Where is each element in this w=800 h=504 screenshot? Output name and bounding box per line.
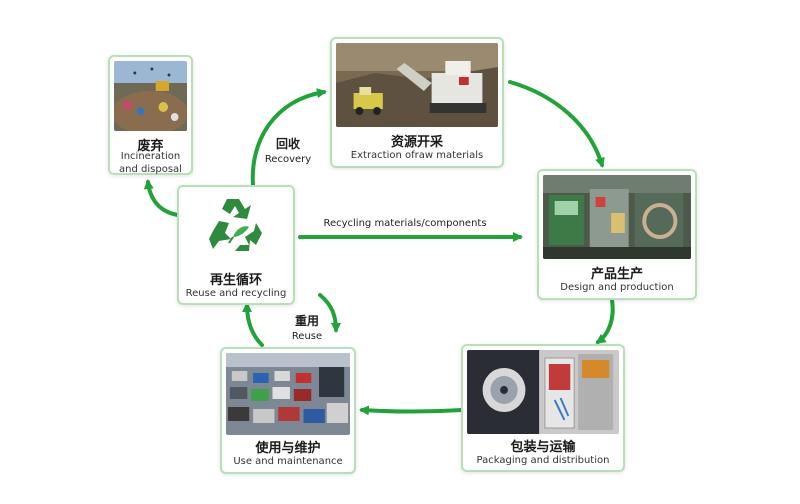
edge-label-reuse-cn: 重用 (294, 314, 319, 328)
node-incineration: 废弃 Incineration and disposal (108, 55, 193, 175)
arrow-production-to-packaging (595, 298, 615, 344)
node-extraction-subtitle: Extraction ofraw materials (350, 150, 484, 161)
node-extraction: 资源开采 Extraction ofraw materials (330, 37, 504, 168)
node-production-title: 产品生产 (590, 267, 643, 282)
node-use-subtitle: Use and maintenance (233, 456, 343, 467)
edge-label-recycling-materials-en: Recycling materials/components (323, 218, 487, 229)
edge-label-recycling-materials: Recycling materials/components (305, 216, 505, 229)
factory-photo (543, 175, 691, 259)
node-incineration-title: 废弃 (137, 139, 164, 154)
node-packaging-title: 包装与运输 (510, 440, 576, 455)
edge-label-recovery-en: Recovery (264, 154, 312, 165)
node-extraction-title: 资源开采 (390, 135, 443, 150)
node-production: 产品生产 Design and production (537, 169, 697, 300)
mining-photo (336, 43, 498, 127)
arrow-recovery (250, 88, 327, 187)
node-incineration-subtitle-2: and disposal (119, 164, 182, 175)
traffic-photo (226, 353, 350, 435)
node-use: 使用与维护 Use and maintenance (220, 347, 356, 474)
node-packaging: 包装与运输 Packaging and distribution (461, 344, 625, 472)
arrow-reuse (318, 293, 341, 333)
edge-label-recovery: 回收 Recovery (258, 135, 318, 165)
recycle-icon (205, 193, 269, 257)
edge-label-recovery-cn: 回收 (275, 137, 300, 151)
node-packaging-subtitle: Packaging and distribution (476, 455, 610, 466)
edge-label-reuse-en: Reuse (291, 331, 323, 342)
node-production-subtitle: Design and production (560, 282, 674, 293)
landfill-photo (114, 61, 187, 131)
arrow-use-to-recycle (242, 302, 264, 347)
node-reuse-recycling-title: 再生循环 (209, 273, 262, 288)
packaging-photo (467, 350, 619, 434)
edge-label-reuse: 重用 Reuse (282, 312, 332, 342)
node-reuse-recycling: 再生循环 Reuse and recycling (177, 185, 295, 305)
node-use-title: 使用与维护 (255, 441, 321, 456)
arrow-extraction-to-production (508, 80, 605, 168)
node-incineration-subtitle-1: Incineration (120, 151, 181, 162)
node-reuse-recycling-subtitle: Reuse and recycling (185, 288, 287, 299)
arrow-packaging-to-use (359, 405, 464, 416)
arrow-recycle-to-disposal (143, 179, 180, 217)
